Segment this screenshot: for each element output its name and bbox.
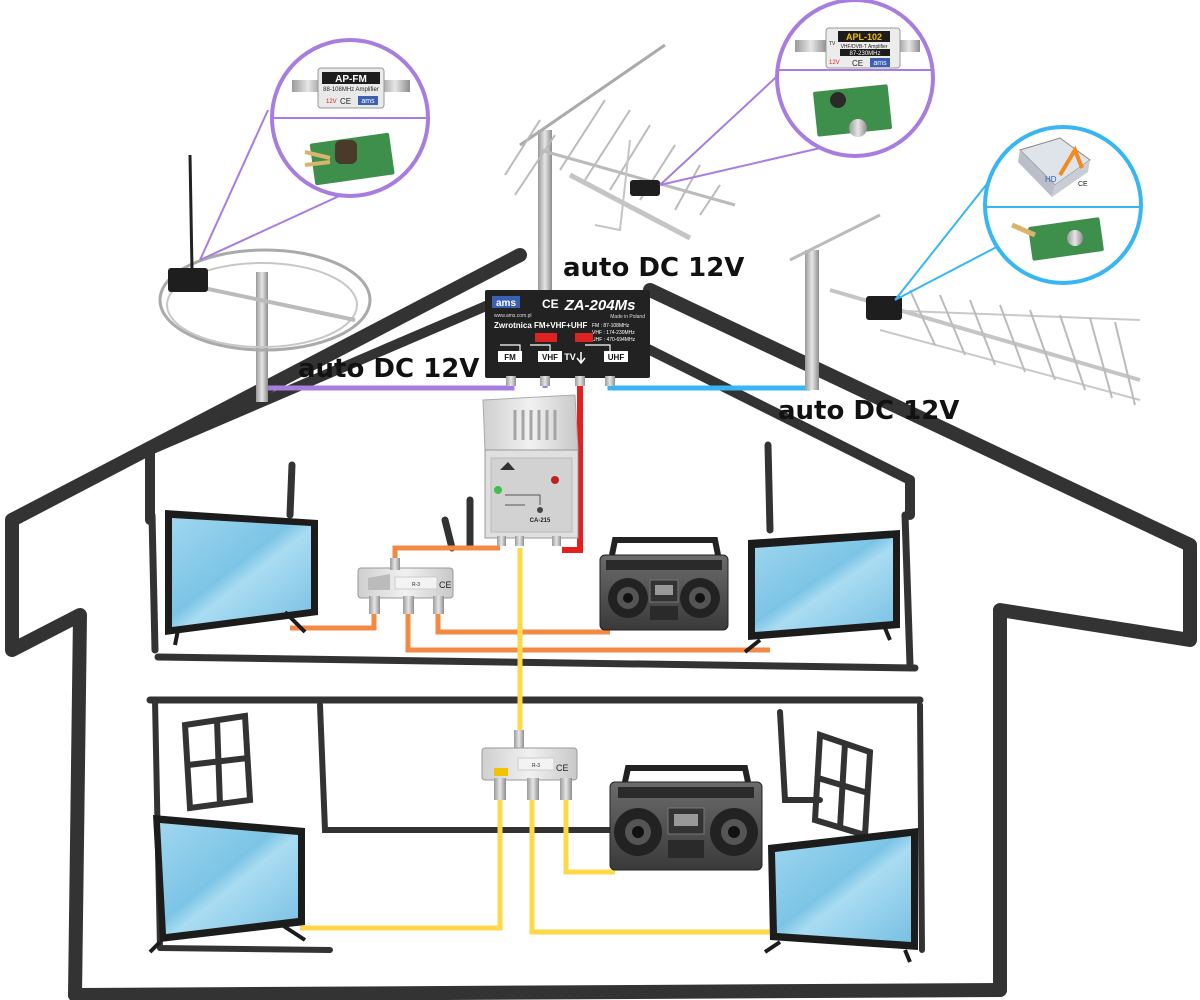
combiner-title: Zwrotnica FM+VHF+UHF	[494, 321, 587, 330]
cable-power	[562, 378, 583, 553]
amp-uhf-box: HD CE	[1018, 137, 1091, 197]
boombox-upper	[599, 537, 729, 631]
ground-line	[68, 983, 1007, 1000]
amp-fm-ce: CE	[340, 97, 351, 106]
amp-uhf-ce: CE	[1078, 181, 1088, 188]
combiner-band-uhf: UHF : 470-694MHz	[592, 337, 636, 343]
tv-lower-left	[148, 815, 307, 954]
label-dc-top: auto DC 12V	[563, 253, 744, 283]
combiner-brand: ams	[496, 298, 516, 309]
splitter-top-model: R-3	[412, 582, 420, 588]
splitter-top-ce: CE	[439, 580, 452, 590]
cable-upper-floor	[290, 545, 770, 653]
amp-vhf-tv: TV	[829, 41, 836, 47]
amp-vhf-desc: VHF/DVB-T Amplifier	[841, 44, 888, 50]
tv-upper-left	[165, 510, 318, 646]
cable-lower-floor	[300, 548, 770, 935]
callout-uhf: HD CE	[894, 125, 1143, 301]
amp-vhf-range: 87-230MHz	[849, 51, 880, 57]
splitter-bottom-model: R-3	[532, 763, 540, 769]
amp-uhf-pcb	[1028, 217, 1104, 261]
combiner-band-vhf: VHF : 174-230MHz	[592, 330, 635, 336]
amp-vhf-voltage: 12V	[829, 60, 840, 66]
house-outline	[5, 248, 1197, 1000]
antenna-uhf	[789, 213, 1141, 406]
amp-fm-brand: ams	[361, 98, 375, 105]
antenna-fm	[158, 154, 372, 402]
callout-vhf: APL-102 VHF/DVB-T Amplifier 87-230MHz TV…	[659, 0, 935, 186]
combiner-band-fm: FM : 87-108MHz	[592, 323, 630, 329]
inner-roof-left	[145, 295, 505, 525]
splitter-top: R-3 CE	[357, 558, 454, 614]
boombox-lower	[609, 765, 763, 871]
amp-vhf-ce: CE	[852, 59, 863, 68]
combiner-website: www.ams.com.pl	[494, 313, 532, 319]
amp-vhf-brand: ams	[873, 60, 887, 67]
window-left	[181, 712, 254, 812]
amp-vhf-model: APL-102	[846, 32, 882, 42]
combiner-port-tv: TV	[564, 352, 576, 362]
upper-floor-frame	[146, 441, 924, 704]
tv-upper-right	[743, 530, 900, 654]
label-dc-right: auto DC 12V	[778, 396, 959, 426]
antenna-vhf	[504, 43, 736, 295]
amp-fm-model: AP-FM	[335, 74, 367, 85]
combiner-port-fm: FM	[504, 353, 516, 362]
splitter-bottom-ce: CE	[556, 763, 569, 773]
window-right	[811, 730, 874, 839]
psu-model: CA-215	[530, 518, 551, 524]
combiner-model: ZA-204Ms	[564, 297, 636, 314]
combiner-ce: CE	[542, 297, 559, 311]
amp-fm-desc: 88-108MHz Amplifier	[323, 87, 379, 93]
inner-roof-right	[635, 340, 915, 520]
tv-lower-right	[763, 828, 918, 963]
label-dc-left: auto DC 12V	[298, 354, 479, 384]
amp-uhf-model: HD	[1045, 175, 1057, 184]
outer-roof-right	[643, 283, 1197, 997]
combiner-za204ms: ams CE ZA-204Ms www.ams.com.pl Made in P…	[485, 290, 650, 386]
power-supply-ca215: CA-215	[482, 394, 579, 546]
callout-fm: AP-FM 88-108MHz Amplifier 12V CE ams	[199, 38, 430, 261]
combiner-port-uhf: UHF	[608, 353, 625, 362]
splitter-bottom: R-3 CE	[481, 730, 578, 800]
combiner-made-in: Made in Poland	[610, 314, 645, 320]
combiner-port-vhf: VHF	[542, 353, 558, 362]
amp-fm-voltage: 12V	[326, 99, 337, 105]
